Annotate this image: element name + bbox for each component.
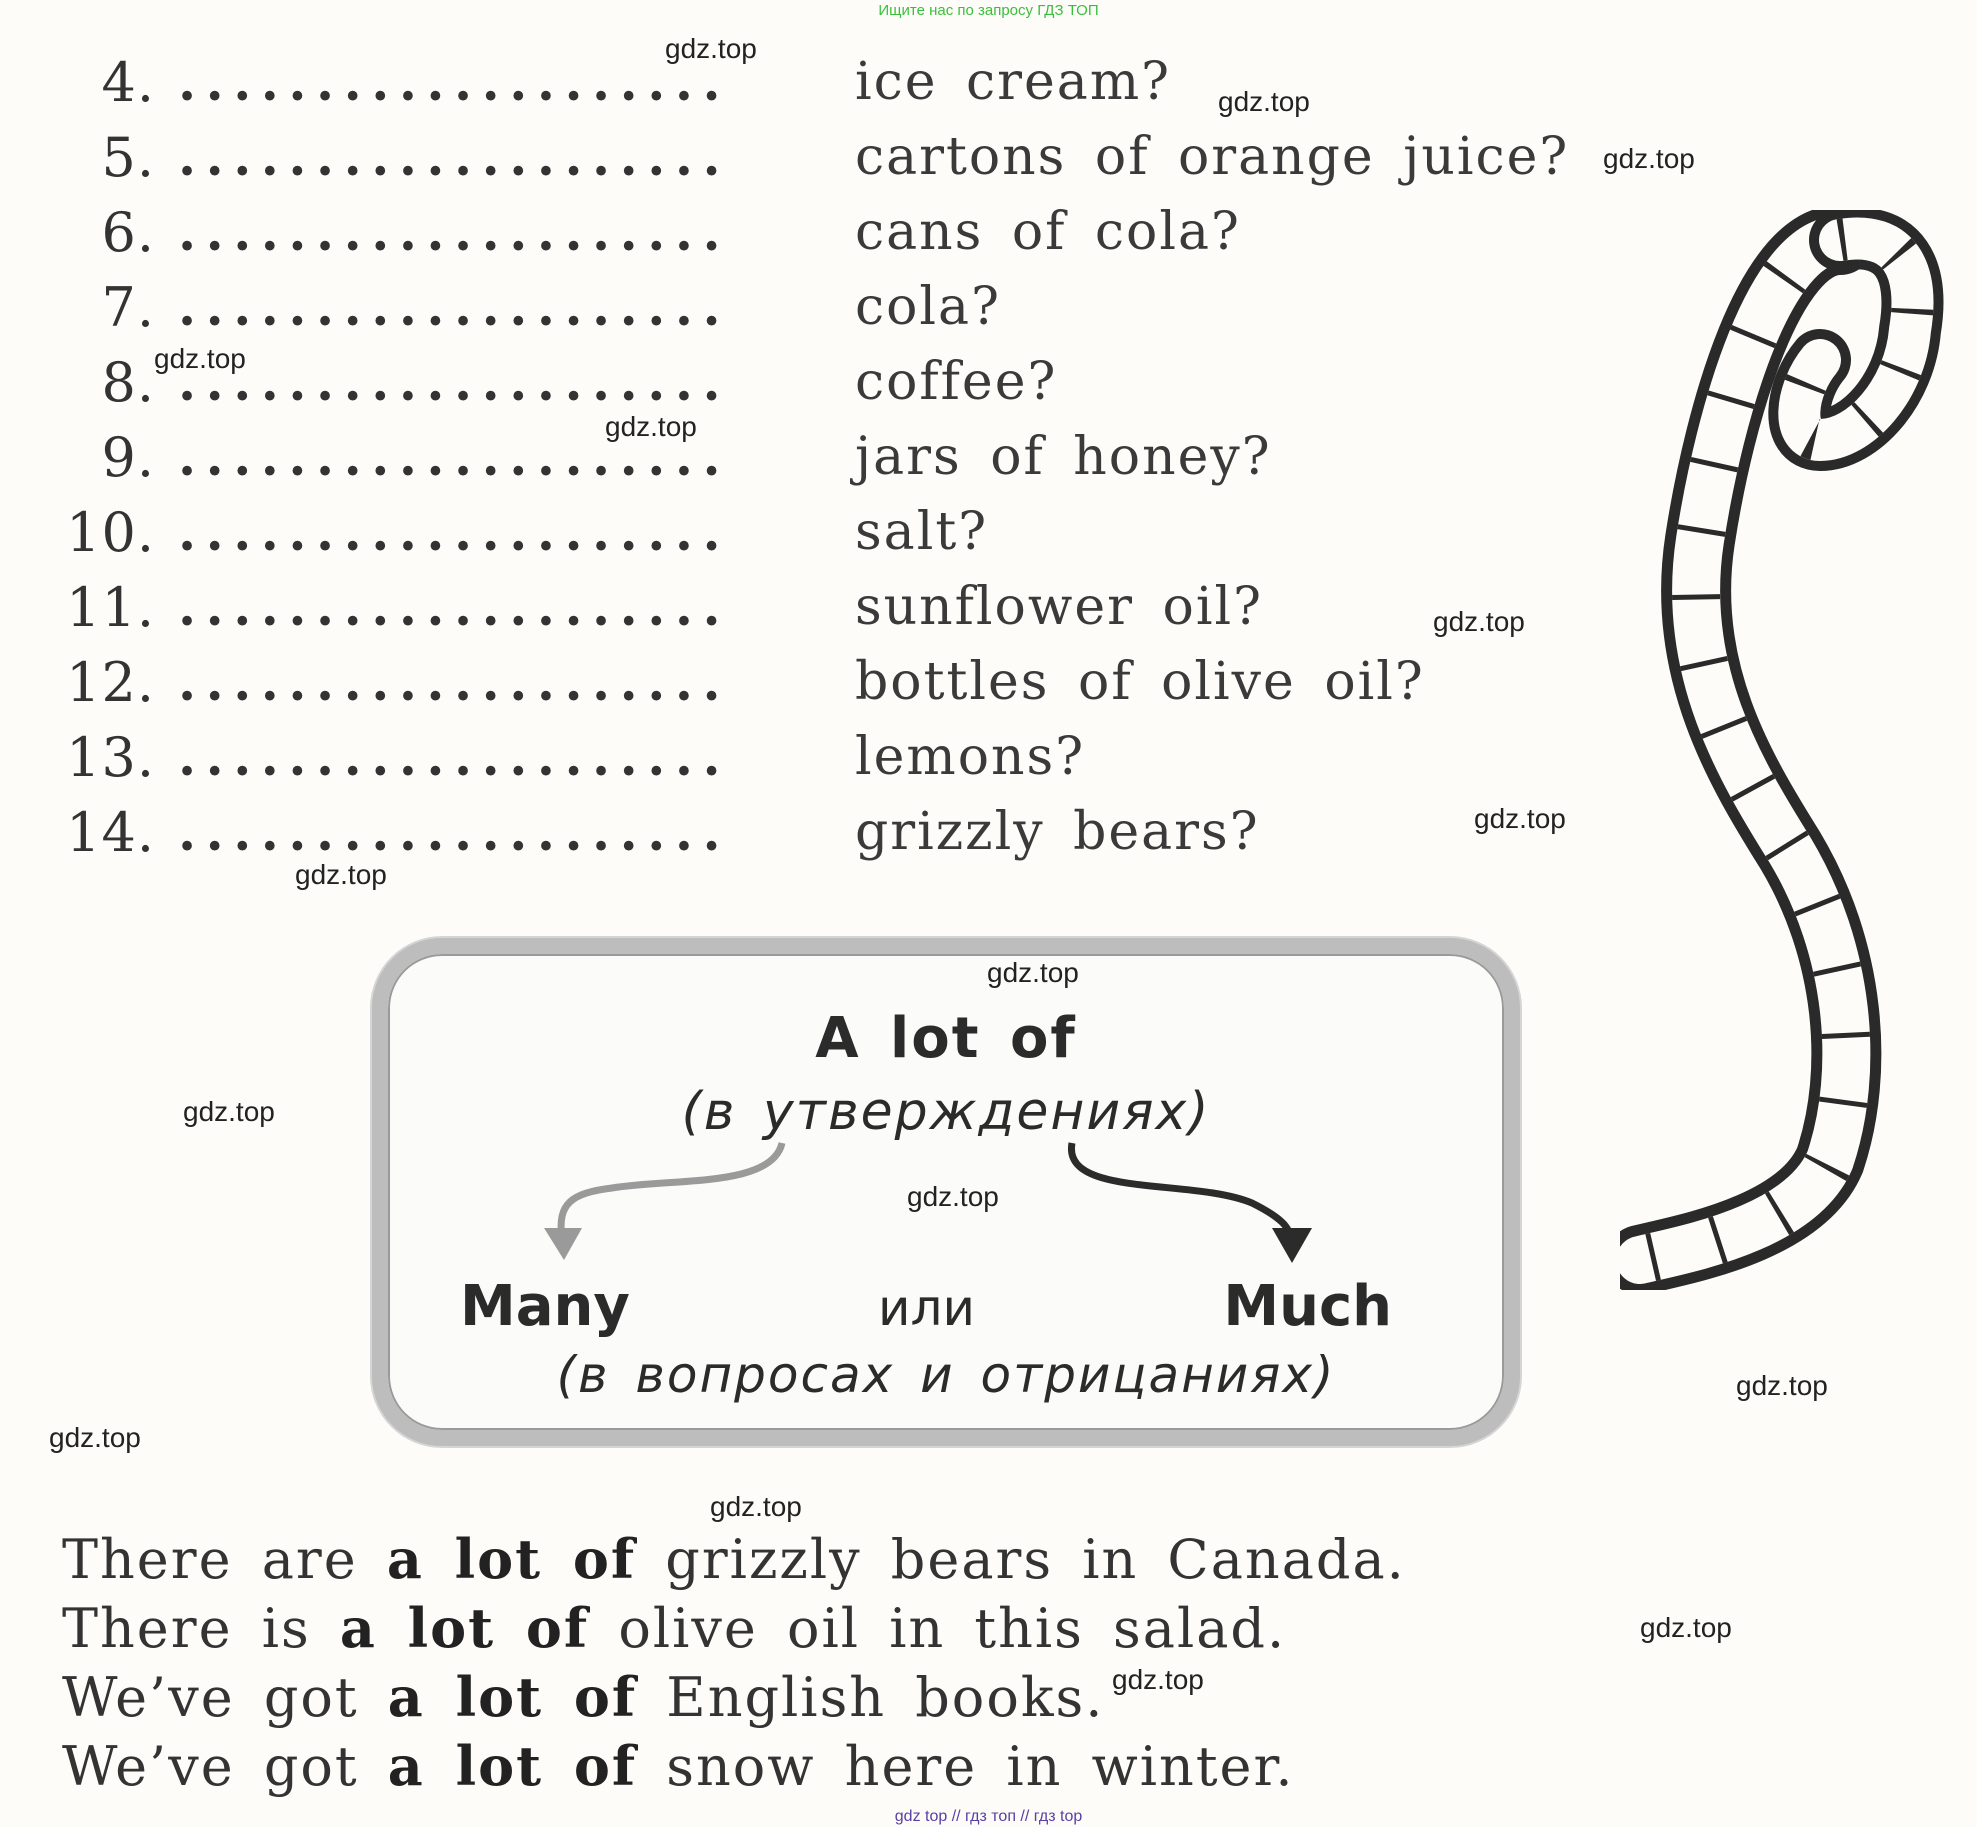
item-number: 5. [101, 126, 155, 189]
example-sentence: There are a lot of grizzly bears in Cana… [62, 1527, 1406, 1591]
item-number: 9. [101, 426, 155, 489]
item-text: cans of cola? [855, 202, 1241, 262]
example-sentences: There are a lot of grizzly bears in Cana… [62, 1525, 1406, 1801]
watermark: gdz.top [1640, 1612, 1732, 1643]
example-sentence: We’ve got a lot of English books. [62, 1665, 1105, 1729]
answer-blank: .................... [178, 52, 731, 113]
rule-much: Much [1223, 1274, 1392, 1339]
item-text: ice cream? [855, 52, 1171, 112]
watermark: gdz.top [907, 1181, 999, 1212]
answer-blank: .................... [178, 727, 731, 788]
item-number: 13. [66, 726, 155, 789]
item-text: salt? [855, 502, 989, 562]
item-text: bottles of olive oil? [855, 652, 1425, 712]
answer-blank: .................... [178, 652, 731, 713]
watermark: gdz.top [665, 33, 757, 64]
item-text: lemons? [855, 727, 1086, 787]
rule-arrows [544, 1141, 1312, 1263]
watermark: gdz.top [295, 859, 387, 890]
watermark: gdz.top [49, 1422, 141, 1453]
exercise-item: 12. .................... bottles of oliv… [0, 645, 1650, 720]
watermark: gdz.top [1474, 803, 1566, 834]
answer-blank: .................... [178, 802, 731, 863]
grammar-rule-box: A lot of (в утверждениях) Many или Much … [372, 938, 1520, 1446]
exercise-item: 9. .................... jars of honey? [0, 420, 1650, 495]
watermark: gdz.top [154, 343, 246, 374]
item-number: 12. [66, 651, 155, 714]
example-sentence: We’ve got a lot of snow here in winter. [62, 1734, 1295, 1798]
film-strip-icon [1620, 210, 1944, 1290]
answer-blank: .................... [178, 352, 731, 413]
item-text: cola? [855, 277, 1001, 337]
item-number: 8. [101, 351, 155, 414]
rule-many: Many [460, 1274, 630, 1339]
rule-title: A lot of [815, 1006, 1077, 1071]
rule-title-note: (в утверждениях) [681, 1082, 1211, 1142]
arrow-left-icon [557, 1141, 786, 1239]
watermark: gdz.top [1433, 606, 1525, 637]
top-banner[interactable]: Ищите нас по запросу ГДЗ ТОП [878, 2, 1099, 19]
watermark: gdz.top [1736, 1370, 1828, 1401]
footer-watermark: gdz top // гдз топ // гдз top [894, 1808, 1083, 1825]
item-text: cartons of orange juice? [855, 127, 1570, 187]
answer-blank: .................... [178, 277, 731, 338]
item-number: 7. [101, 276, 155, 339]
arrow-left-head-icon [544, 1228, 582, 1260]
watermark: gdz.top [1112, 1664, 1204, 1695]
item-number: 4. [101, 51, 155, 114]
answer-blank: .................... [178, 577, 731, 638]
arrow-right-head-icon [1272, 1228, 1312, 1263]
exercise-item: 8. .................... coffee? [0, 345, 1650, 420]
answer-blank: .................... [178, 127, 731, 188]
answer-blank: .................... [178, 202, 731, 263]
watermark: gdz.top [605, 411, 697, 442]
exercise-item: 14. .................... grizzly bears? [0, 795, 1650, 870]
exercise-item: 6. .................... cans of cola? [0, 195, 1650, 270]
arrow-right-icon [1068, 1142, 1294, 1239]
example-sentence: There is a lot of olive oil in this sala… [62, 1596, 1287, 1660]
answer-blank: .................... [178, 427, 731, 488]
item-number: 10. [66, 501, 155, 564]
item-number: 6. [101, 201, 155, 264]
watermark: gdz.top [987, 957, 1079, 988]
exercise-item: 5. .................... cartons of orang… [0, 120, 1650, 195]
item-number: 11. [66, 576, 155, 639]
rule-bottom-note: (в вопросах и отрицаниях) [556, 1346, 1336, 1404]
exercise-item: 10. .................... salt? [0, 495, 1650, 570]
exercise-item: 7. .................... cola? [0, 270, 1650, 345]
item-text: grizzly bears? [855, 802, 1260, 862]
item-number: 14. [66, 801, 155, 864]
answer-blank: .................... [178, 502, 731, 563]
exercise-item: 4. .................... ice cream? [0, 45, 1650, 120]
exercise-item: 11. .................... sunflower oil? [0, 570, 1650, 645]
item-text: sunflower oil? [855, 577, 1263, 637]
watermark: gdz.top [1603, 143, 1695, 174]
watermark: gdz.top [710, 1491, 802, 1522]
item-text: coffee? [855, 352, 1058, 412]
watermark: gdz.top [1218, 86, 1310, 117]
item-text: jars of honey? [855, 427, 1272, 487]
exercise-item: 13. .................... lemons? [0, 720, 1650, 795]
rule-connector: или [878, 1279, 975, 1337]
watermark: gdz.top [183, 1096, 275, 1127]
